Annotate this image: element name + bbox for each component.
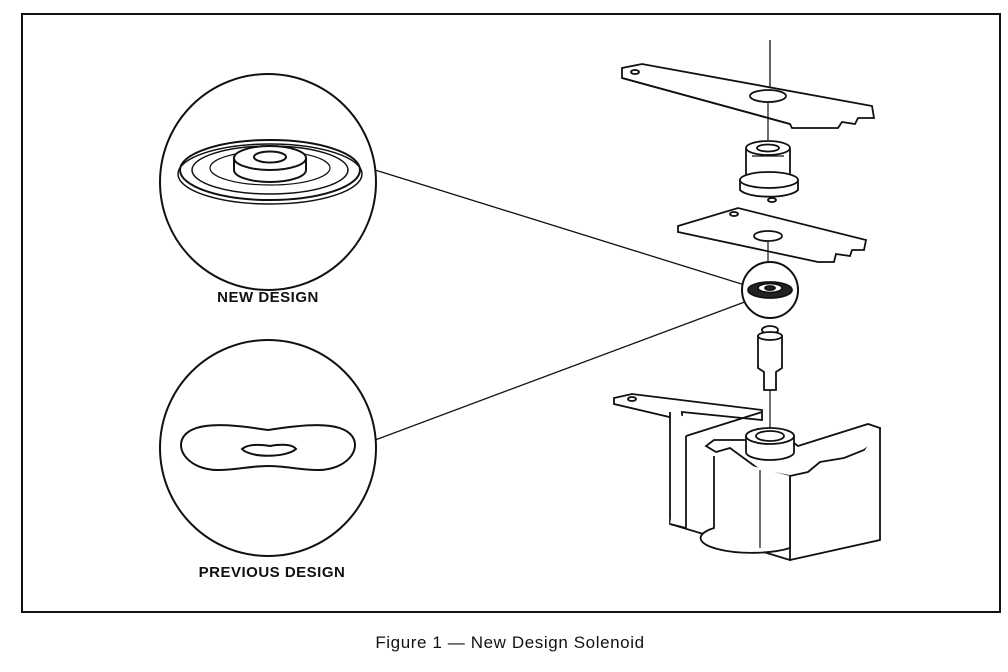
leader-line-previous: [374, 299, 751, 441]
figure-caption: Figure 1 — New Design Solenoid: [375, 633, 644, 652]
leader-line-new: [374, 169, 749, 287]
solenoid-assembly: [613, 40, 882, 562]
previous-design-label: PREVIOUS DESIGN: [199, 564, 346, 581]
previous-design-circle: [159, 339, 377, 557]
new-design-label: NEW DESIGN: [217, 289, 319, 306]
new-design-circle: [159, 73, 377, 291]
